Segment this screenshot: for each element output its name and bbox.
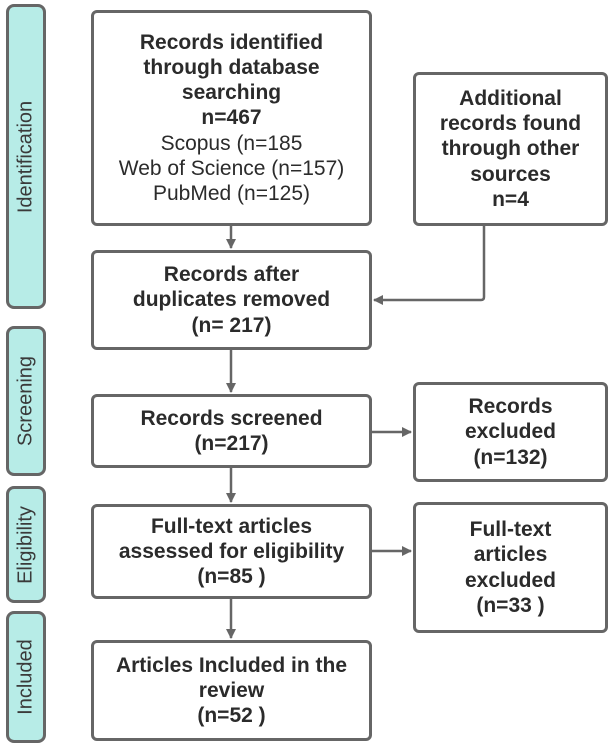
box-other-sources: Additional records found through other s… [413, 72, 608, 226]
screened-line-1: Records screened [140, 406, 323, 430]
fulltext-line-1: Full-text articles [150, 514, 313, 538]
db-search-title-2: through database [143, 56, 320, 80]
included-line-2: review [198, 678, 265, 702]
box-records-excluded: Records excluded (n=132) [413, 382, 608, 482]
db-search-source-pubmed: PubMed (n=125) [152, 181, 311, 205]
included-line-1: Articles Included in the [115, 653, 348, 677]
excluded-count: (n=132) [473, 445, 548, 469]
other-sources-line-3: through other [441, 137, 580, 161]
included-count: (n=52 ) [197, 704, 266, 728]
phase-screening: Screening [6, 326, 46, 476]
db-search-source-scopus: Scopus (n=185 [160, 131, 303, 155]
excluded-line-1: Records [468, 395, 553, 419]
fulltext-count: (n=85 ) [197, 565, 266, 589]
box-records-screened: Records screened (n=217) [91, 394, 372, 468]
dedup-line-1: Records after [163, 263, 300, 287]
phase-included: Included [6, 611, 46, 743]
fulltext-excluded-line-2: articles [473, 543, 548, 567]
box-duplicates-removed: Records after duplicates removed (n= 217… [91, 250, 372, 350]
box-fulltext-assessed: Full-text articles assessed for eligibil… [91, 504, 372, 599]
arrow-other-to-dedup [373, 226, 486, 305]
db-search-title-1: Records identified [139, 30, 324, 54]
fulltext-line-2: assessed for eligibility [118, 539, 345, 563]
dedup-count: (n= 217) [191, 313, 272, 337]
dedup-line-2: duplicates removed [132, 288, 331, 312]
other-sources-line-2: records found [439, 112, 582, 136]
phase-eligibility: Eligibility [6, 486, 46, 603]
other-sources-line-1: Additional [459, 87, 562, 111]
db-search-source-wos: Web of Science (n=157) [118, 156, 345, 180]
fulltext-excluded-line-1: Full-text [469, 518, 552, 542]
fulltext-excluded-count: (n=33 ) [476, 593, 545, 617]
excluded-line-2: excluded [464, 420, 557, 444]
box-articles-included: Articles Included in the review (n=52 ) [91, 640, 372, 741]
screened-count: (n=217) [194, 432, 269, 455]
other-sources-count: n=4 [492, 187, 529, 211]
db-search-title-3: searching [181, 81, 282, 105]
phase-identification: Identification [6, 4, 46, 309]
box-fulltext-excluded: Full-text articles excluded (n=33 ) [413, 502, 608, 633]
db-search-count: n=467 [201, 106, 262, 130]
other-sources-line-4: sources [470, 162, 551, 186]
fulltext-excluded-line-3: excluded [464, 568, 557, 592]
box-database-search: Records identified through database sear… [91, 10, 372, 226]
